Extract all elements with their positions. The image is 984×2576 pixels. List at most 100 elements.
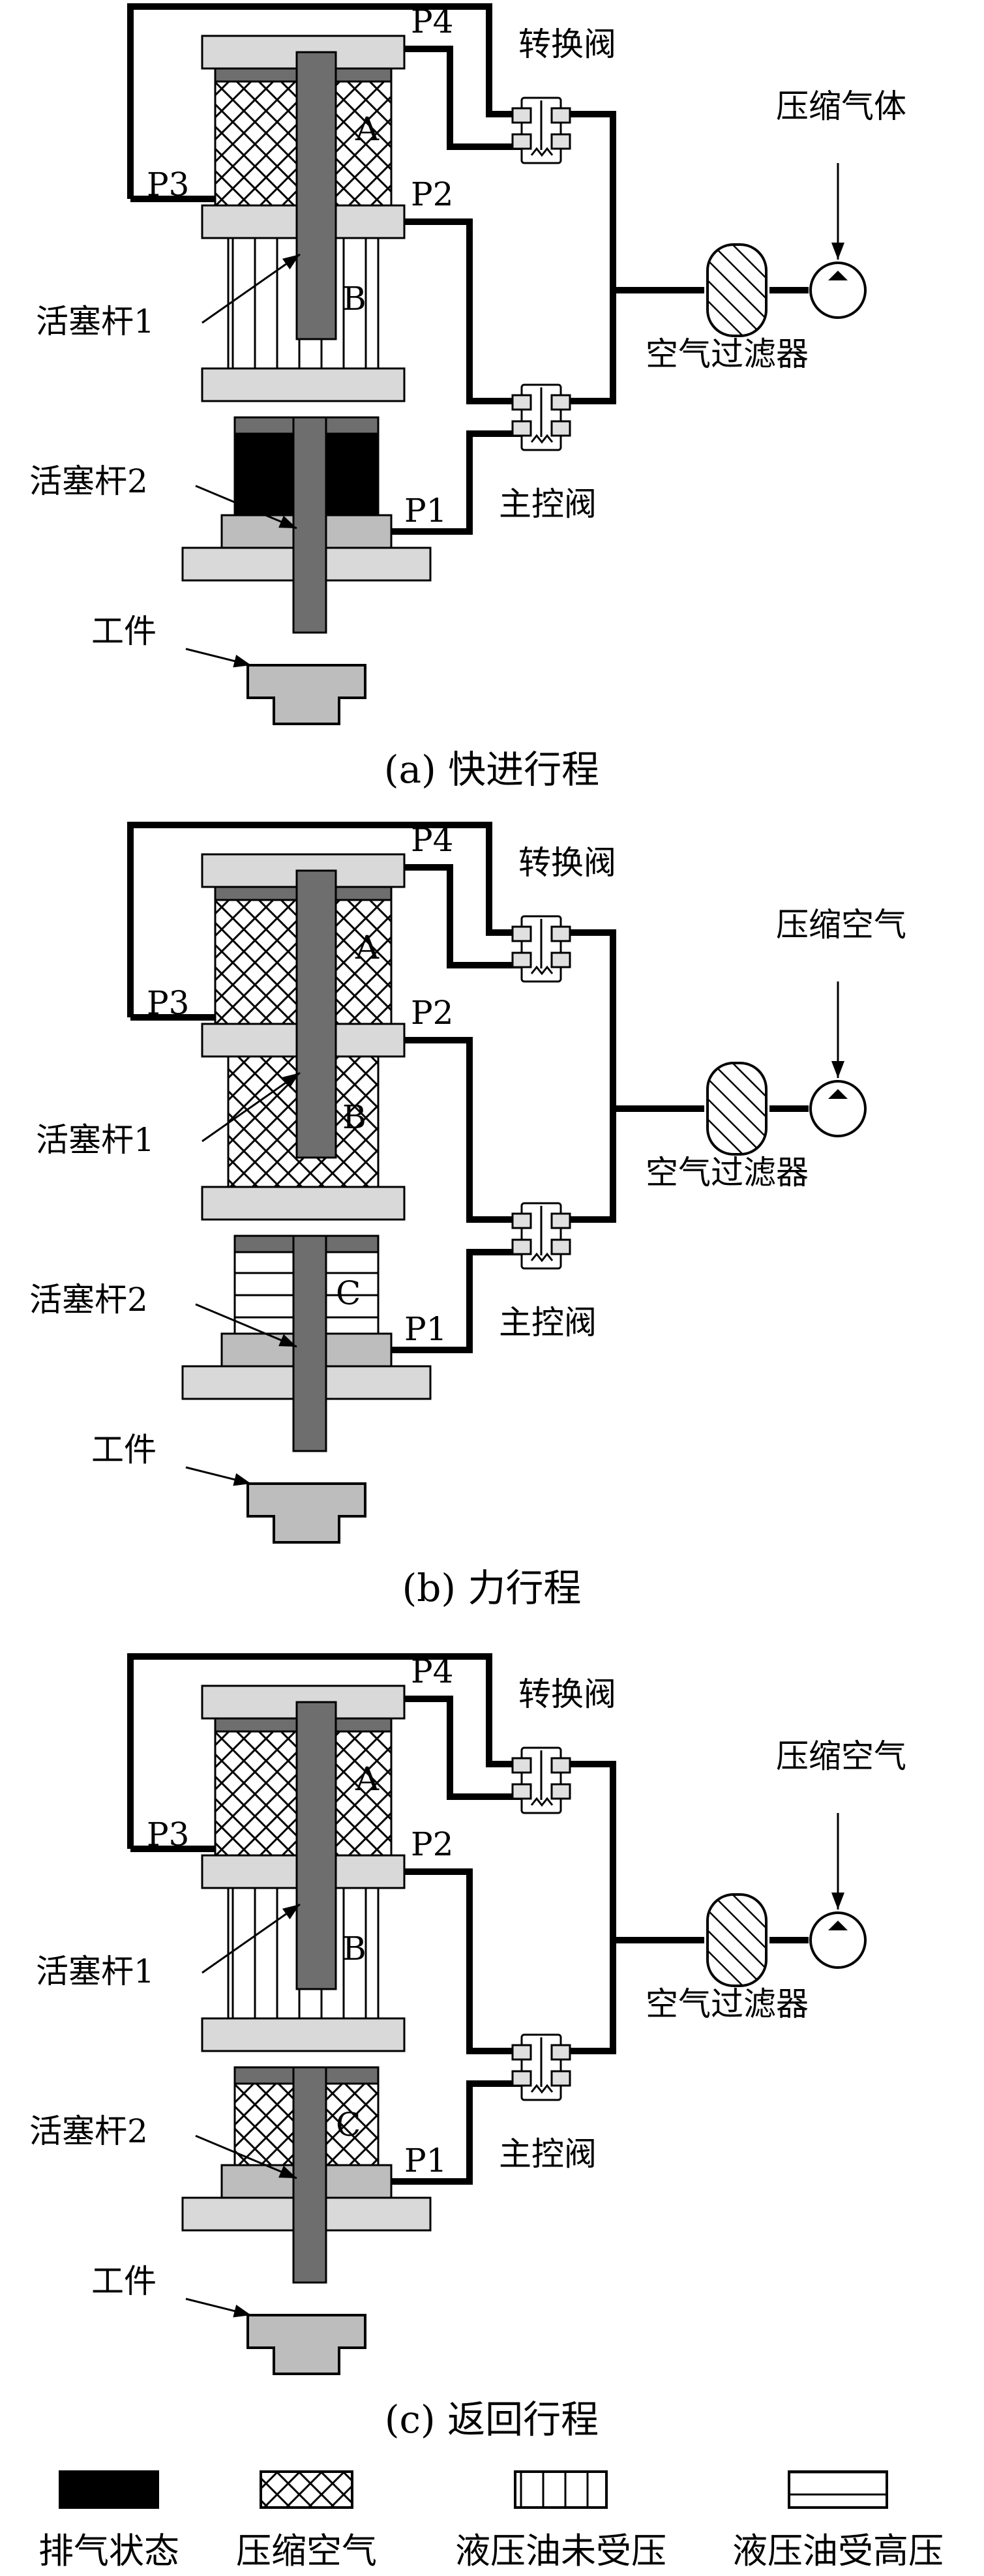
label-p4: P4 [411, 1653, 453, 1690]
label-p4: P4 [411, 3, 453, 40]
pipe-p4 [404, 46, 535, 150]
pipe-p4 [404, 1696, 535, 1800]
legend-swatch-oil-high-pressure [788, 2470, 888, 2509]
workpiece [246, 2314, 366, 2375]
legend-swatch-oil-unpressurized [514, 2470, 608, 2509]
pipe-loop [127, 822, 522, 1017]
source-arrow-head [828, 1921, 848, 1930]
air-source [809, 262, 867, 319]
main-control-valve [511, 383, 571, 451]
leader-rod-1 [201, 1071, 301, 1143]
piston-rod-2 [292, 416, 327, 634]
panel-caption: (b) 力行程 [402, 1566, 582, 1610]
pipe-main-supply [567, 290, 616, 404]
label-p1: P1 [404, 1310, 447, 1348]
leader-rod-2 [195, 1303, 297, 1348]
pipe-loop [127, 3, 522, 199]
legend-label-oil-high-pressure: 液压油受高压 [732, 2530, 944, 2571]
air-filter [706, 1062, 768, 1156]
label-workpiece: 工件 [91, 612, 157, 650]
label-piston-rod-1: 活塞杆1 [36, 303, 155, 340]
pipe-switch-supply [567, 111, 704, 293]
main-control-valve [511, 1202, 571, 1270]
label-workpiece: 工件 [91, 1431, 157, 1469]
pipe-loop [127, 1653, 522, 1849]
label-p3: P3 [147, 984, 189, 1022]
leader-rod-2 [195, 2134, 297, 2179]
label-main-valve: 主控阀 [499, 1304, 597, 1341]
switch-valve [511, 97, 571, 164]
pipe-p4 [404, 864, 535, 968]
label-switch-valve: 转换阀 [518, 1675, 616, 1713]
label-piston-rod-2: 活塞杆2 [29, 1281, 148, 1319]
air-source [809, 1911, 867, 1969]
piston-rod-2 [292, 1235, 327, 1452]
source-arrow [831, 163, 844, 260]
label-chamber-a: A [355, 1760, 380, 1798]
legend-label-compressed-air: 压缩空气 [236, 2530, 377, 2571]
lower-cap [201, 2017, 406, 2052]
switch-valve [511, 915, 571, 983]
label-chamber-c: C [336, 2106, 361, 2144]
label-p2: P2 [411, 175, 453, 213]
label-main-valve: 主控阀 [499, 485, 597, 523]
pipe-main-supply [567, 1940, 616, 2054]
label-chamber-b: B [342, 1930, 366, 1968]
label-piston-rod-2: 活塞杆2 [29, 2112, 148, 2150]
label-air-filter: 空气过滤器 [646, 335, 809, 373]
source-arrow [831, 981, 844, 1078]
pipe-p1 [391, 430, 535, 535]
lower-cap [201, 367, 406, 402]
label-air-filter: 空气过滤器 [646, 1985, 809, 2023]
label-switch-valve: 转换阀 [518, 25, 616, 63]
label-chamber-c: C [336, 456, 361, 494]
main-control-valve [511, 2033, 571, 2101]
label-workpiece: 工件 [91, 2262, 157, 2300]
label-piston-rod-1: 活塞杆1 [36, 1121, 155, 1159]
label-p2: P2 [411, 1825, 453, 1863]
piston-rod-2 [292, 2066, 327, 2284]
leader-rod-2 [195, 485, 297, 530]
leader-workpiece [185, 2298, 252, 2318]
label-p4: P4 [411, 821, 453, 859]
piston-rod-1 [295, 869, 337, 1159]
label-p1: P1 [404, 2142, 447, 2179]
pipe-p1 [391, 1249, 535, 1353]
legend-label-oil-unpressurized: 液压油未受压 [455, 2530, 666, 2571]
label-air-source: 压缩气体 [776, 87, 906, 125]
label-p3: P3 [147, 166, 189, 203]
pipe-p2 [404, 1868, 535, 2054]
legend: 排气状态 压缩空气 液压油未受压 液压油受高压 [38, 2470, 944, 2571]
label-chamber-b: B [342, 1098, 366, 1136]
legend-label-exhaust: 排气状态 [38, 2530, 179, 2571]
panel-caption: (c) 返回行程 [385, 2397, 599, 2442]
pipe-switch-supply [567, 1761, 704, 1943]
label-p3: P3 [147, 1816, 189, 1853]
label-chamber-a: A [355, 110, 380, 148]
pipe-p2 [404, 218, 535, 404]
leader-rod-1 [201, 253, 301, 324]
piston-rod-1 [295, 1701, 337, 1990]
label-switch-valve: 转换阀 [518, 844, 616, 882]
label-piston-rod-1: 活塞杆1 [36, 1953, 155, 1990]
source-arrow-head [828, 1089, 848, 1099]
label-piston-rod-2: 活塞杆2 [29, 462, 148, 500]
lower-cap [201, 1186, 406, 1221]
pipe-p1 [391, 2080, 535, 2185]
workpiece [246, 1482, 366, 1544]
source-arrow-head [828, 271, 848, 280]
label-p2: P2 [411, 994, 453, 1032]
label-p1: P1 [404, 492, 447, 530]
piston-rod-1 [295, 51, 337, 340]
label-chamber-b: B [342, 280, 366, 318]
leader-workpiece [185, 1466, 252, 1486]
pipe-main-supply [567, 1109, 616, 1223]
leader-rod-1 [201, 1903, 301, 1974]
legend-swatch-compressed-air [260, 2470, 353, 2509]
leader-workpiece [185, 648, 252, 668]
label-chamber-a: A [355, 929, 380, 966]
legend-swatch-exhaust [59, 2470, 159, 2509]
